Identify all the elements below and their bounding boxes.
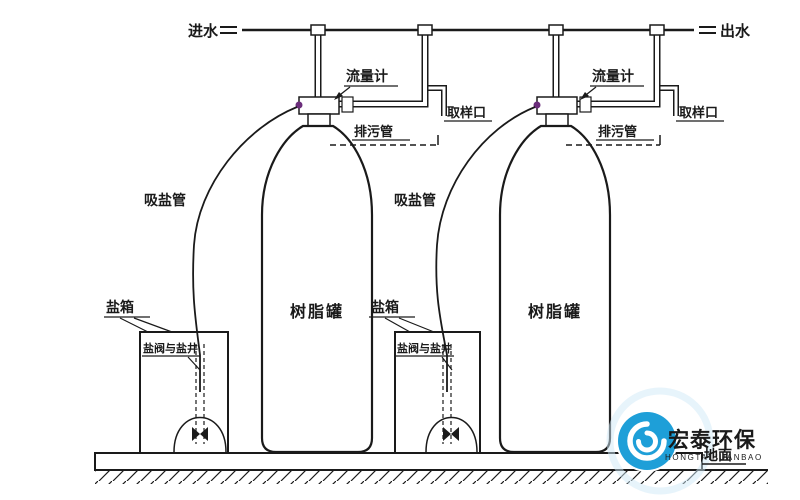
drain-line-2 xyxy=(566,135,661,146)
drain-pipe-callout-2: 排污管 xyxy=(596,124,654,141)
salt-suction-label-1: 吸盐管 xyxy=(144,192,186,208)
salt-valve-icon xyxy=(443,427,451,441)
ground-hatching xyxy=(95,471,768,484)
salt-valve-icon xyxy=(451,427,459,441)
salt-valve-well-callout-2: 盐阀与盐井 xyxy=(396,341,454,371)
brine-port-1 xyxy=(295,101,303,109)
resin-tank-1 xyxy=(260,124,374,454)
inlet-label: 进水 xyxy=(188,22,219,40)
salt-box-1 xyxy=(139,331,229,454)
brand-logo: 宏泰环保 HONGTAIHUANBAO xyxy=(606,387,763,495)
logo-swirl-icon xyxy=(627,421,667,461)
logo-subtext: HONGTAIHUANBAO xyxy=(665,453,763,462)
salt-valve-icon xyxy=(200,427,208,441)
salt-box-callout-2: 盐箱 xyxy=(369,299,435,333)
suction-pipe-2 xyxy=(435,106,536,392)
salt-valve-well-label-1: 盐阀与盐井 xyxy=(143,341,198,355)
pipe-break-left xyxy=(220,26,237,34)
outlet-riser-pipe-1 xyxy=(336,32,429,108)
flow-meter-callout-1: 流量计 xyxy=(334,68,398,100)
salt-valve-well-callout-1: 盐阀与盐井 xyxy=(142,341,201,371)
outlet-label: 出水 xyxy=(720,22,751,40)
salt-box-label-1: 盐箱 xyxy=(106,299,134,315)
logo-circle-icon xyxy=(618,412,676,470)
salt-box-label-2: 盐箱 xyxy=(371,299,399,315)
salt-valve-icon xyxy=(192,427,200,441)
header-pipe xyxy=(220,26,716,34)
brine-port-2 xyxy=(533,101,541,109)
sampling-port-callout-1: 取样口 xyxy=(444,105,492,122)
flow-meter-label-1: 流量计 xyxy=(346,68,388,84)
logo-swirl-inner-icon xyxy=(636,430,658,453)
salt-suction-label-2: 吸盐管 xyxy=(394,192,436,208)
sampling-port-callout-2: 取样口 xyxy=(676,105,724,122)
drain-pipe-callout-1: 排污管 xyxy=(352,124,410,141)
sampling-pipe-1 xyxy=(425,85,447,116)
arrowhead-icon xyxy=(580,92,589,100)
control-valve-2 xyxy=(533,96,592,127)
flow-meter-label-2: 流量计 xyxy=(592,68,634,84)
control-valve-1 xyxy=(295,96,354,127)
flow-meter-callout-2: 流量计 xyxy=(580,68,644,100)
resin-tank-label-1: 树脂罐 xyxy=(290,302,344,321)
resin-tank-label-2: 树脂罐 xyxy=(528,302,582,321)
suction-pipe-1 xyxy=(192,106,298,392)
salt-box-2 xyxy=(394,331,481,454)
drain-pipe-label-2: 排污管 xyxy=(598,124,637,139)
sampling-pipe-2 xyxy=(657,85,679,116)
pipe-break-right xyxy=(699,26,716,34)
arrowhead-icon xyxy=(334,92,343,100)
logo-name: 宏泰环保 xyxy=(668,428,756,452)
salt-box-callout-1: 盐箱 xyxy=(104,299,173,333)
ground-callout: 地面 xyxy=(702,447,746,465)
salt-well-2 xyxy=(425,344,478,453)
drain-pipe-label-1: 排污管 xyxy=(354,124,393,139)
drain-line-1 xyxy=(330,135,439,146)
ground-label: 地面 xyxy=(704,447,732,463)
salt-valve-well-label-2: 盐阀与盐井 xyxy=(397,341,452,355)
outlet-riser-pipe-2 xyxy=(574,32,661,108)
pipe-tee-fittings xyxy=(310,24,665,36)
sampling-port-label-2: 取样口 xyxy=(679,105,718,120)
sampling-port-label-1: 取样口 xyxy=(447,105,486,120)
resin-tank-2 xyxy=(498,124,612,454)
salt-well-1 xyxy=(173,344,227,453)
logo-watermark-ring xyxy=(606,387,714,495)
